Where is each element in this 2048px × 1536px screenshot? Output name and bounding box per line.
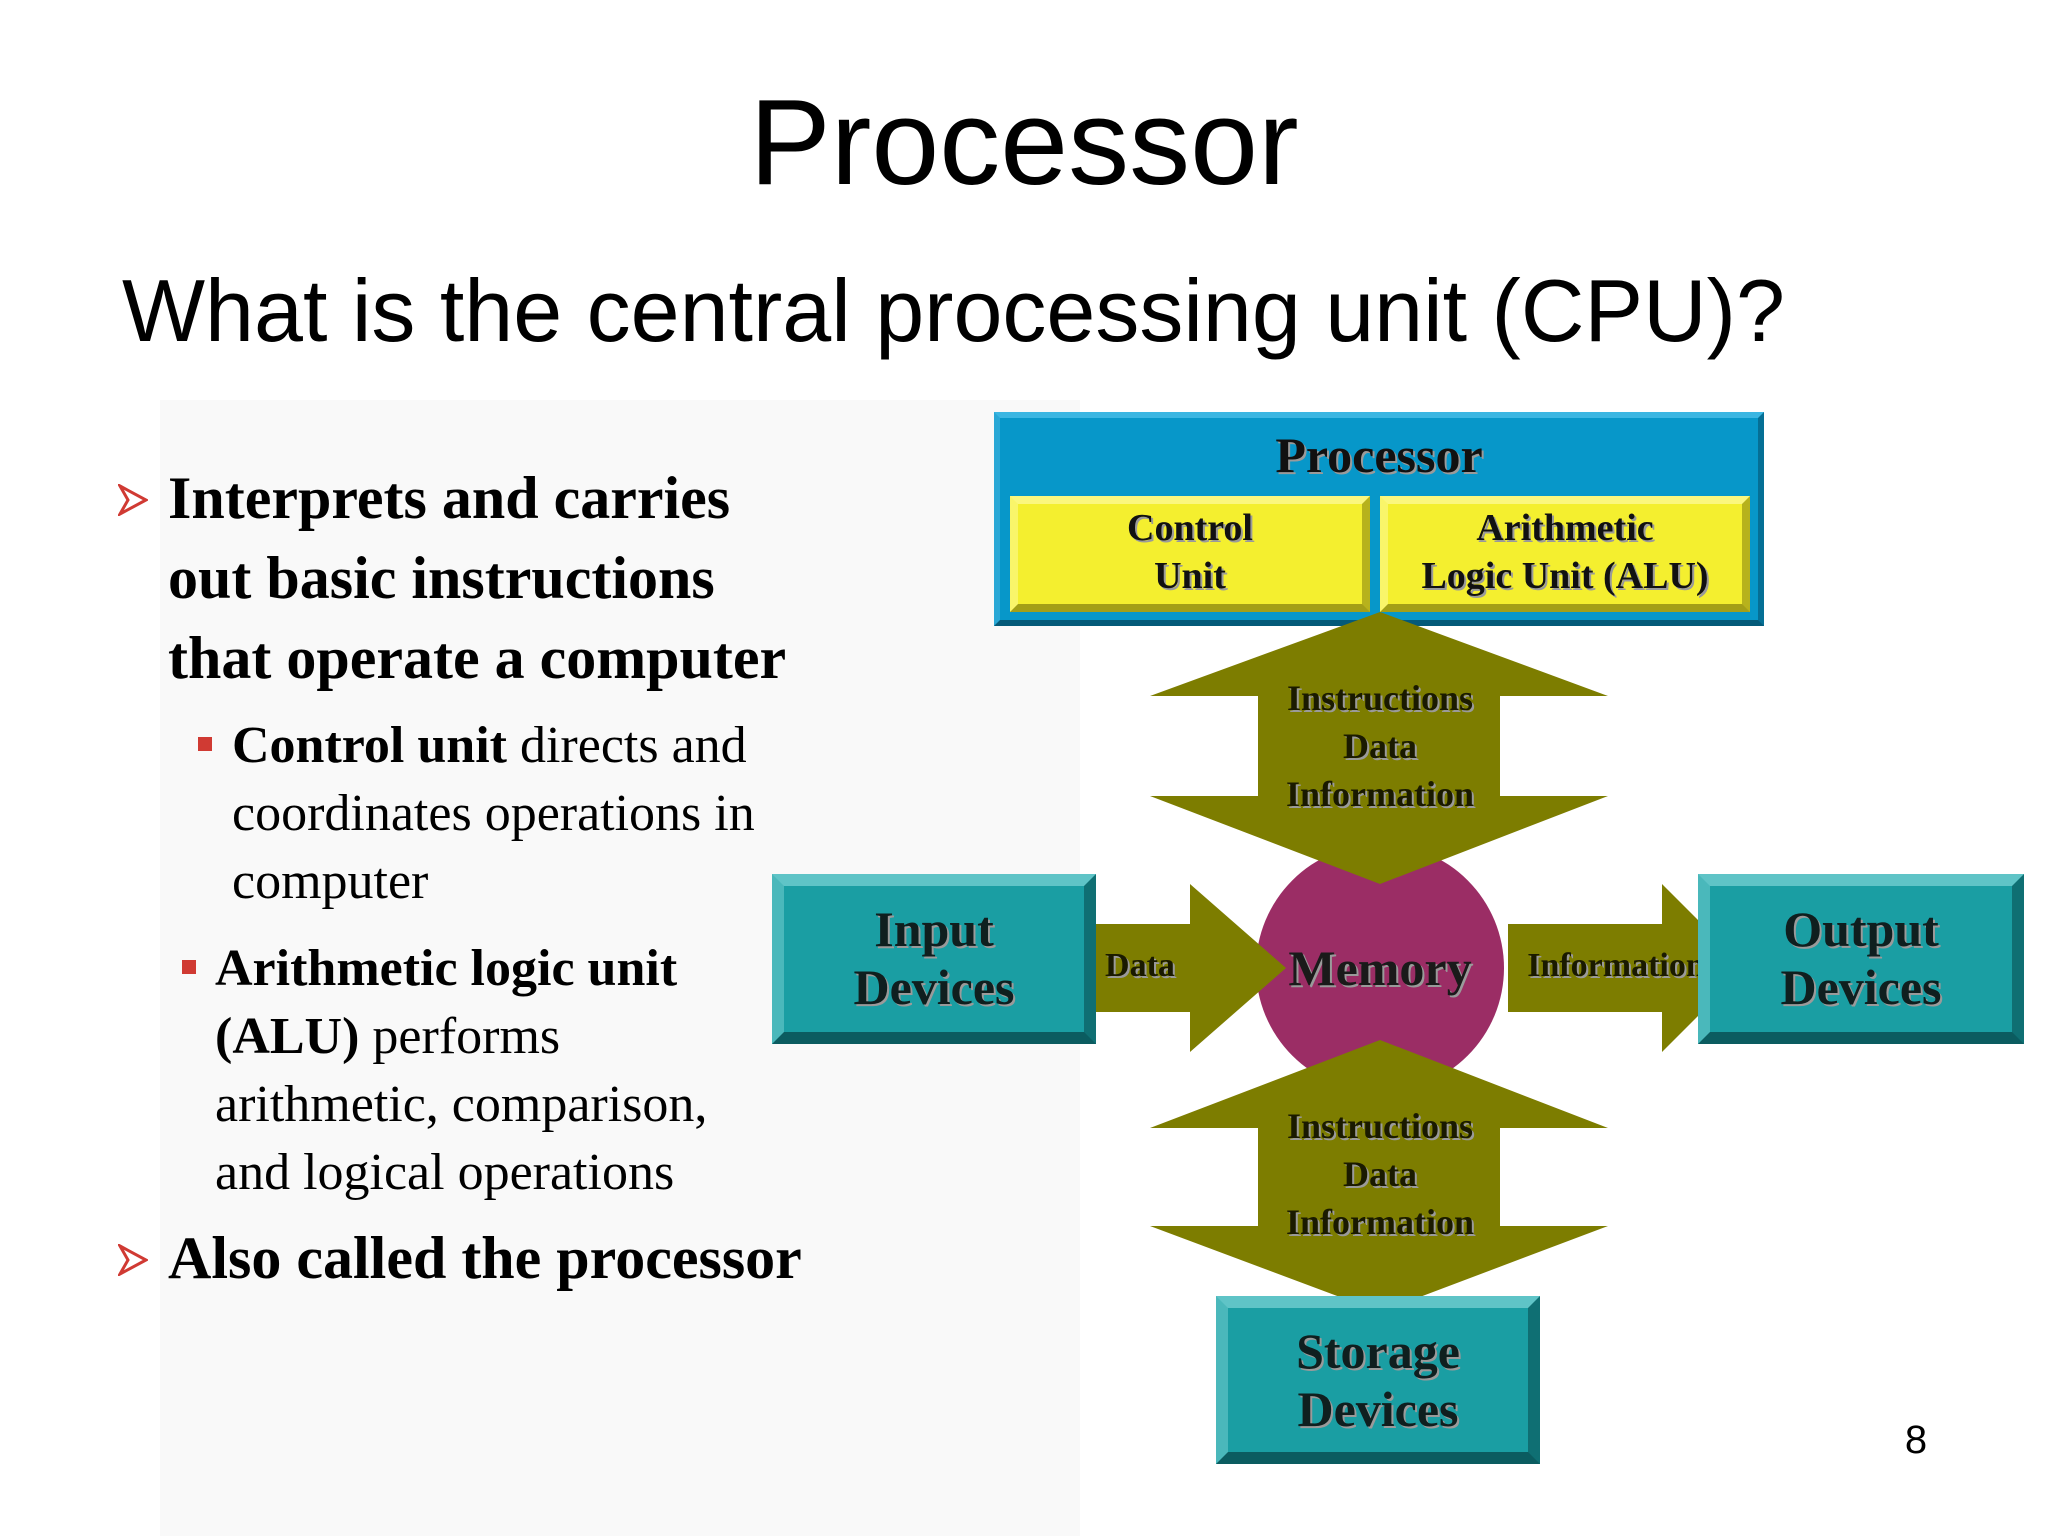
control-unit-desc-1: directs and [506, 717, 747, 774]
sub-bullet-alu-line-1: Arithmetic logic unit [215, 935, 915, 1003]
control-unit-label-2: Unit [1154, 555, 1226, 597]
memory-label: Memory [1288, 940, 1472, 996]
input-arrow-label: Data [1105, 947, 1175, 984]
bottom-arrow-label-3: Information [1286, 1202, 1474, 1242]
top-double-arrow [1150, 612, 1608, 884]
memory-to-output-arrow [1508, 884, 1746, 1052]
control-unit-box [1010, 496, 1370, 612]
red-arrowhead-icon [118, 484, 148, 516]
bullet-main-line-3: that operate a computer [168, 625, 787, 691]
control-unit-term: Control unit [232, 717, 507, 774]
output-devices-label-1: Output [1783, 901, 1939, 957]
control-unit-label-1: Control [1127, 507, 1253, 549]
alu-box [1380, 496, 1750, 612]
bottom-arrow-label-1: Instructions [1286, 1106, 1474, 1146]
output-devices-box [1698, 874, 2024, 1044]
red-square-icon [198, 737, 212, 751]
bullet-main-line-2: out basic instructions [168, 545, 715, 611]
alu-label-1: Arithmetic [1476, 507, 1654, 549]
output-devices-label-2: Devices [1780, 959, 1942, 1015]
red-square-icon [182, 960, 196, 974]
slide-question: What is the central processing unit (CPU… [122, 261, 1785, 360]
top-arrow-label-2: Data [1343, 726, 1417, 766]
sub-bullet-alu-line-3: arithmetic, comparison, [215, 1076, 708, 1133]
slide-title: Processor [749, 74, 1299, 210]
storage-devices-label-1: Storage [1296, 1323, 1460, 1379]
bullet-main-also-called: Also called the processor [168, 1225, 802, 1291]
bottom-arrow-label-2: Data [1343, 1154, 1417, 1194]
top-arrow-label-3: Information [1286, 774, 1474, 814]
red-arrowhead-icon [118, 1244, 148, 1276]
sub-bullet-control-unit-line-2: coordinates operations in [232, 785, 755, 842]
bullet-main-line-1: Interprets and carries [168, 465, 731, 531]
alu-term-2: (ALU) [215, 1008, 360, 1065]
sub-bullet-control-unit-line-1: Control unit directs and [232, 712, 932, 780]
sub-bullet-control-unit-line-3: computer [232, 853, 429, 910]
alu-desc-1: performs [359, 1008, 561, 1065]
input-devices-label-2: Devices [853, 959, 1015, 1015]
input-to-memory-arrow [1044, 884, 1286, 1052]
alu-term-1: Arithmetic logic unit [215, 940, 678, 997]
input-devices-label-1: Input [874, 901, 994, 957]
sub-bullet-alu-line-4: and logical operations [215, 1144, 675, 1201]
alu-label-2: Logic Unit (ALU) [1421, 555, 1709, 597]
input-devices-box [772, 874, 1096, 1044]
storage-devices-label-2: Devices [1297, 1381, 1459, 1437]
output-arrow-label: Information [1527, 947, 1705, 984]
memory-circle [1256, 844, 1504, 1092]
processor-label: Processor [1275, 427, 1483, 483]
sub-bullet-alu-line-2: (ALU) performs [215, 1003, 915, 1071]
top-arrow-label-1: Instructions [1286, 678, 1474, 718]
bottom-double-arrow [1150, 1040, 1608, 1312]
page-number: 8 [1904, 1418, 1928, 1462]
storage-devices-box [1216, 1296, 1540, 1464]
